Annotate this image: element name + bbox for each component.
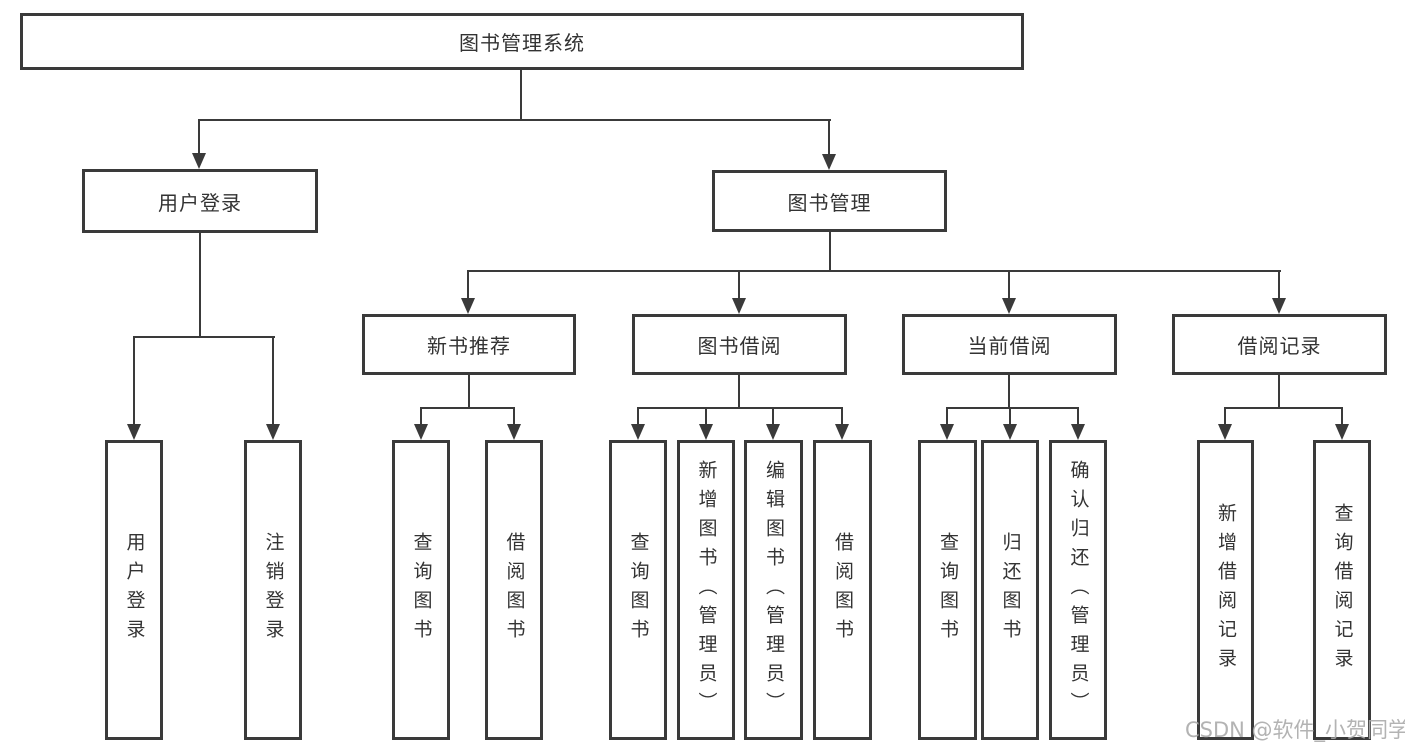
arrowhead-leaf — [1003, 424, 1017, 440]
connector-drop-new-book — [467, 270, 469, 299]
arrowhead-current-borrow — [1002, 298, 1016, 314]
connector-drop-leaf — [1341, 407, 1343, 425]
arrowhead-book-borrow — [732, 298, 746, 314]
connector-drop-leaf — [1009, 407, 1011, 425]
connector-drop-login-leaf — [133, 336, 135, 425]
leaf-query-books-recommend: 查询图书 — [392, 440, 450, 740]
leaf-borrow-books: 借阅图书 — [813, 440, 872, 740]
connector-branch-user-login — [133, 336, 275, 338]
arrowhead-new-book — [461, 298, 475, 314]
connector-trunk-root — [520, 70, 522, 120]
connector-drop-book-borrow — [738, 270, 740, 299]
connector-branch-borrow-records — [1224, 407, 1343, 409]
connector-trunk-book-borrow — [738, 375, 740, 408]
leaf-user-login: 用户登录 — [105, 440, 163, 740]
connector-drop-leaf — [705, 407, 707, 425]
node-new-book-recommend: 新书推荐 — [362, 314, 576, 375]
connector-drop-leaf — [513, 407, 515, 425]
connector-drop-leaf — [1077, 407, 1079, 425]
node-book-borrowing: 图书借阅 — [632, 314, 847, 375]
connector-branch-l2 — [199, 119, 831, 121]
arrowhead-leaf — [1071, 424, 1085, 440]
connector-drop-current-borrow — [1008, 270, 1010, 299]
arrowhead-leaf — [1335, 424, 1349, 440]
connector-drop-leaf — [637, 407, 639, 425]
leaf-borrow-books-recommend: 借阅图书 — [485, 440, 543, 740]
arrowhead-leaf — [835, 424, 849, 440]
connector-drop-book-mgmt — [828, 119, 830, 156]
arrowhead-leaf — [507, 424, 521, 440]
connector-trunk-user-login — [199, 233, 201, 337]
node-borrowing-records: 借阅记录 — [1172, 314, 1387, 375]
connector-drop-leaf — [1224, 407, 1226, 425]
arrowhead-login-leaf — [127, 424, 141, 440]
leaf-add-borrow-record: 新增借阅记录 — [1197, 440, 1254, 740]
arrowhead-book-mgmt — [822, 154, 836, 170]
connector-branch-l3 — [468, 270, 1281, 272]
connector-trunk-current-borrow — [1008, 375, 1010, 408]
arrowhead-logout-leaf — [266, 424, 280, 440]
connector-drop-leaf — [420, 407, 422, 425]
connector-drop-leaf — [946, 407, 948, 425]
connector-drop-borrow-records — [1278, 270, 1280, 299]
arrowhead-leaf — [414, 424, 428, 440]
node-user-login: 用户登录 — [82, 169, 318, 233]
connector-branch-book-borrow — [637, 407, 843, 409]
arrowhead-leaf — [940, 424, 954, 440]
connector-trunk-book-mgmt — [829, 232, 831, 272]
connector-branch-new-book — [420, 407, 515, 409]
leaf-confirm-return-admin: 确认归还（管理员） — [1049, 440, 1107, 740]
connector-trunk-new-book — [468, 375, 470, 408]
arrowhead-leaf — [1218, 424, 1232, 440]
connector-drop-leaf — [841, 407, 843, 425]
leaf-add-books-admin: 新增图书（管理员） — [677, 440, 735, 740]
leaf-edit-books-admin: 编辑图书（管理员） — [744, 440, 803, 740]
leaf-query-borrow-record: 查询借阅记录 — [1313, 440, 1371, 740]
connector-trunk-borrow-records — [1278, 375, 1280, 408]
connector-drop-user-login — [198, 119, 200, 155]
node-book-management: 图书管理 — [712, 170, 947, 232]
arrowhead-borrow-records — [1272, 298, 1286, 314]
node-current-borrowing: 当前借阅 — [902, 314, 1117, 375]
arrowhead-leaf — [699, 424, 713, 440]
node-library-management-system: 图书管理系统 — [20, 13, 1024, 70]
leaf-query-books-current: 查询图书 — [918, 440, 977, 740]
leaf-return-books: 归还图书 — [981, 440, 1039, 740]
leaf-logout: 注销登录 — [244, 440, 302, 740]
arrowhead-leaf — [631, 424, 645, 440]
arrowhead-leaf — [766, 424, 780, 440]
connector-drop-leaf — [772, 407, 774, 425]
arrowhead-user-login — [192, 153, 206, 169]
connector-branch-current-borrow — [946, 407, 1079, 409]
connector-drop-logout-leaf — [272, 336, 274, 425]
leaf-query-books-borrow: 查询图书 — [609, 440, 667, 740]
